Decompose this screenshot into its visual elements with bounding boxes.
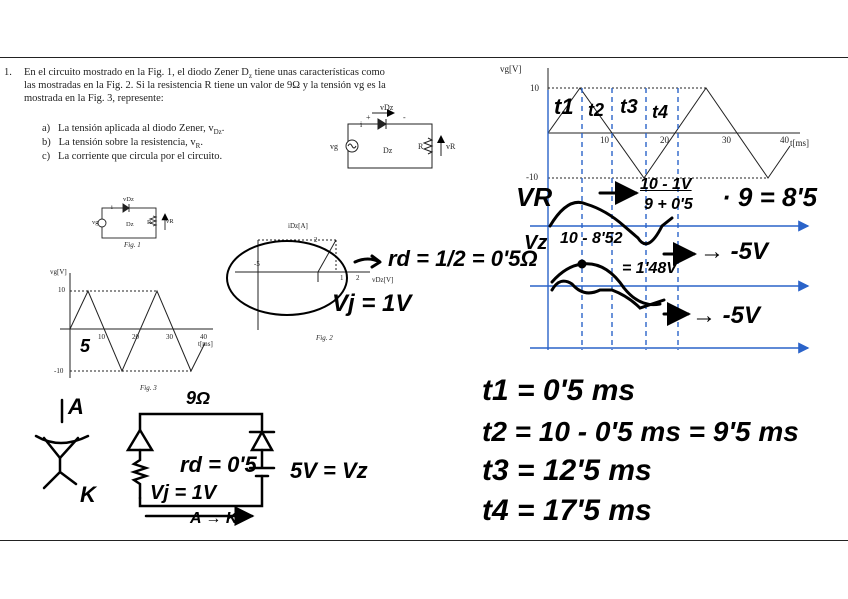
- fig3-x20: 20: [132, 333, 139, 341]
- hw-vr-num: 10 - 1V: [640, 176, 692, 193]
- hw-vr-tail: · 9 = 8'5: [722, 182, 818, 212]
- fig2-xneg: -5: [254, 260, 260, 268]
- hw-vr: VR: [516, 182, 553, 212]
- cl-dz: Dz: [383, 146, 393, 155]
- item-b: b) La tensión sobre la resistencia, vR.: [42, 137, 203, 151]
- hw-t1: t1: [554, 94, 574, 119]
- fig2-ylabel: iDz[A]: [288, 222, 308, 230]
- rc-x20: 20: [660, 135, 669, 145]
- rc-x10: 10: [600, 135, 609, 145]
- fig3-xlabel: t[ms]: [198, 340, 213, 348]
- circuit-large: [345, 109, 445, 169]
- item-c: c) La corriente que circula por el circu…: [42, 151, 223, 162]
- problem-number: 1.: [4, 67, 12, 78]
- cl-vr: vR: [446, 142, 456, 151]
- hand-circuit: [34, 398, 276, 526]
- cs-vdz: vDz: [123, 196, 134, 203]
- cl-minus: -: [403, 113, 406, 122]
- hw-t2: t2: [588, 100, 605, 120]
- cl-r: R: [418, 142, 424, 151]
- hw-vj-sketch: Vj = 1V: [150, 482, 217, 504]
- cs-i: i: [111, 204, 113, 211]
- hw-rd: rd = 1/2 = 0'5Ω: [388, 246, 538, 271]
- hw-anode: A: [68, 394, 84, 419]
- hw-minus5-b: → -5V: [692, 302, 761, 329]
- fig3-x30: 30: [166, 333, 173, 341]
- fig2-xlabel: vDz[V]: [372, 276, 394, 284]
- rc-ybot: -10: [526, 172, 538, 182]
- hw-cathode: K: [80, 482, 96, 507]
- problem-line-1: En el circuito mostrado en la Fig. 1, el…: [24, 67, 385, 81]
- hw-bottom-k: A → K: [190, 510, 238, 527]
- hw-t3: t3: [620, 96, 638, 118]
- circuit-small: [97, 203, 169, 239]
- rc-x40: 40: [780, 135, 789, 145]
- fig3-plot: [60, 273, 213, 378]
- hw-rd-sketch: rd = 0'5: [180, 452, 257, 477]
- hw-t1-eq: t1 = 0'5 ms: [482, 374, 636, 407]
- fig2-x2: 2: [356, 274, 360, 282]
- fig3-x10: 10: [98, 333, 105, 341]
- hw-res-top: 9Ω: [186, 388, 211, 408]
- cs-vg: vg: [92, 219, 99, 226]
- fig3-ybot: -10: [54, 367, 64, 375]
- fig2-circle-mark: [226, 240, 348, 316]
- hw-t4-eq: t4 = 17'5 ms: [482, 494, 652, 527]
- fig3-caption: Fig. 3: [140, 384, 157, 392]
- fig2-caption: Fig. 2: [316, 334, 333, 342]
- cl-plus: +: [366, 113, 371, 122]
- hw-t4: t4: [652, 102, 669, 122]
- cl-i: i: [360, 120, 363, 129]
- fig2-axes: [235, 239, 370, 330]
- hw-t2-eq: t2 = 10 - 0'5 ms = 9'5 ms: [482, 416, 799, 447]
- hw-t3-eq: t3 = 12'5 ms: [482, 454, 652, 487]
- hw-vz: Vz: [524, 232, 548, 254]
- fig2-ytick: 2: [314, 236, 318, 244]
- cs-dz: Dz: [126, 221, 134, 228]
- rc-xlabel: t[ms]: [790, 138, 809, 148]
- problem-line-3: mostrada en la Fig. 3, represente:: [24, 93, 164, 104]
- hw-five: 5: [80, 336, 91, 356]
- cs-r: R: [147, 219, 152, 226]
- cs-caption: Fig. 1: [124, 241, 141, 249]
- slide: 1. En el circuito mostrado en la Fig. 1,…: [0, 57, 848, 541]
- cl-vdz: vDz: [380, 103, 394, 112]
- rc-ylabel: vg[V]: [500, 64, 522, 74]
- hand-waves: [353, 181, 697, 326]
- problem-line-2: las mostradas en la Fig. 2. Si la resist…: [24, 80, 386, 91]
- rc-x30: 30: [722, 135, 731, 145]
- cl-vg: vg: [330, 142, 338, 151]
- hw-vj: Vj = 1V: [332, 290, 412, 317]
- hw-vz-sketch: 5V = Vz: [290, 458, 368, 483]
- fig3-ylabel: vg[V]: [50, 268, 67, 276]
- fig3-x40: 40: [200, 333, 207, 341]
- drawing-layer: [34, 68, 810, 526]
- rc-ytop: 10: [530, 83, 539, 93]
- fig2-x1: 1: [340, 274, 344, 282]
- fig3-ytop: 10: [58, 286, 65, 294]
- hw-vz-val: = 1'48V: [622, 260, 677, 277]
- cs-vr: vR: [166, 218, 174, 225]
- hw-vz-eq: 10 - 8'52: [560, 230, 623, 247]
- item-a: a) La tensión aplicada al diodo Zener, v…: [42, 123, 225, 137]
- hw-minus5-a: → -5V: [700, 238, 769, 265]
- hw-vr-den: 9 + 0'5: [644, 196, 693, 213]
